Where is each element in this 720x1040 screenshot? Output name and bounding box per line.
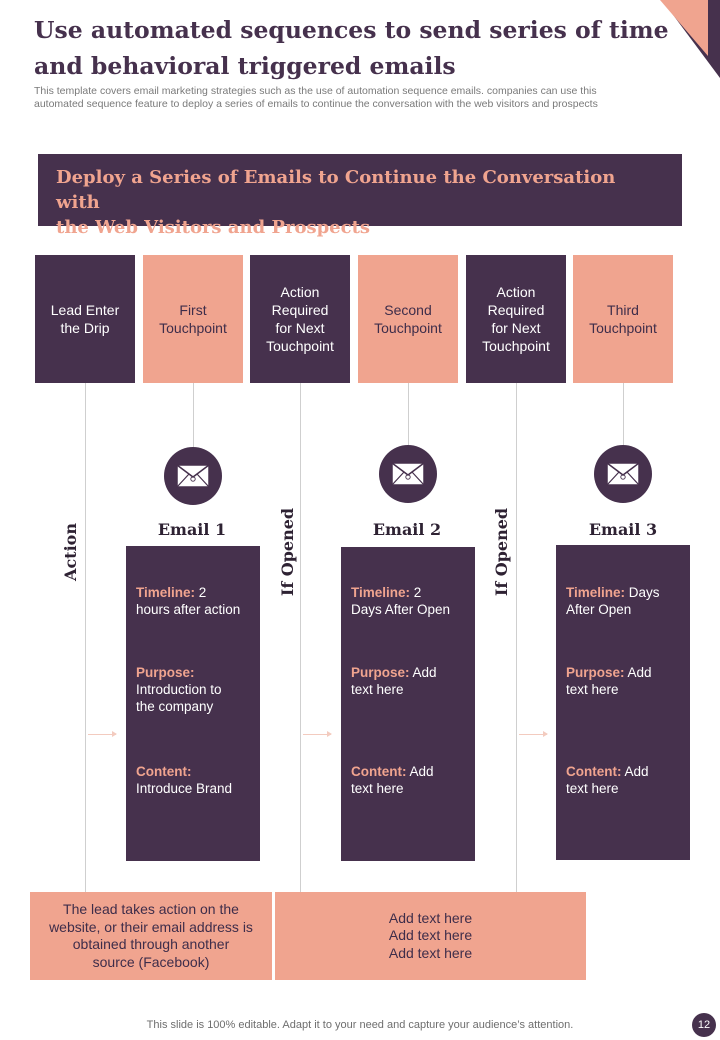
purpose-section: Purpose: Introduction to the company [136, 664, 254, 715]
connector-line [623, 383, 624, 445]
content-value: Add [624, 764, 649, 779]
trigger-label-action: Action [61, 523, 80, 581]
title-line: and behavioral triggered emails [34, 52, 456, 80]
timeline-section: Timeline: 2 hours after action [136, 584, 254, 618]
step-line: Touchpoint [374, 320, 442, 336]
step-third-touchpoint: Third Touchpoint [573, 255, 673, 383]
email-title: Email 2 [372, 520, 442, 539]
step-line: Lead Enter [50, 302, 120, 318]
step-action-required-1: Action Required for Next Touchpoint [250, 255, 350, 383]
purpose-section: Purpose: Add text here [566, 664, 684, 698]
email-title: Email 3 [588, 520, 658, 539]
step-action-required-2: Action Required for Next Touchpoint [466, 255, 566, 383]
note-line: obtained through another [72, 936, 230, 952]
step-line: Second [384, 302, 432, 318]
timeline-label: Timeline: [566, 585, 626, 600]
purpose-label: Purpose: [566, 665, 625, 680]
step-line: Required [271, 302, 329, 318]
trigger-label-if-opened: If Opened [278, 507, 297, 597]
step-first-touchpoint: First Touchpoint [143, 255, 243, 383]
connector-line [85, 383, 86, 892]
subtitle-line: automated sequence feature to deploy a s… [34, 98, 598, 110]
step-line: Third [607, 302, 639, 318]
step-line: Touchpoint [482, 338, 550, 354]
step-line: Touchpoint [266, 338, 334, 354]
step-line: Action [280, 284, 320, 300]
purpose-value: Add [627, 665, 652, 680]
content-value: text here [566, 781, 619, 796]
trigger-label-if-opened: If Opened [492, 507, 511, 597]
page-title: Use automated sequences to send series o… [34, 12, 684, 84]
envelope-icon [379, 445, 437, 503]
note-line: The lead takes action on the [63, 901, 239, 917]
email-card: Timeline: 2 hours after action Purpose: … [126, 546, 260, 861]
content-label: Content: [566, 764, 622, 779]
purpose-label: Purpose: [351, 665, 410, 680]
purpose-value: Add [412, 665, 437, 680]
note-line: website, or their email address is [49, 918, 253, 935]
email-card: Timeline: Days After Open Purpose: Add t… [556, 545, 690, 860]
timeline-label: Timeline: [136, 585, 196, 600]
connector-line [516, 383, 517, 892]
note-box: Add text here Add text here Add text her… [275, 892, 586, 980]
section-banner: Deploy a Series of Emails to Continue th… [38, 154, 682, 238]
step-line: Action [496, 284, 536, 300]
timeline-value: Days [628, 585, 660, 600]
timeline-value: Days After Open [351, 602, 451, 617]
content-value: Introduce Brand [136, 781, 233, 796]
step-line: Touchpoint [589, 320, 657, 336]
envelope-icon [594, 445, 652, 503]
step-second-touchpoint: Second Touchpoint [358, 255, 458, 383]
banner-line: the Web Visitors and Prospects [56, 217, 371, 238]
content-section: Content: Add text here [351, 763, 469, 797]
step-line: the Drip [60, 320, 110, 336]
purpose-value: the company [136, 699, 214, 714]
timeline-value: hours after action [136, 602, 241, 617]
note-line: Add text here [388, 944, 473, 961]
content-label: Content: [351, 764, 407, 779]
purpose-value: Introduction to [136, 682, 222, 697]
corner-decoration-light [660, 0, 708, 56]
step-line: First [179, 302, 207, 318]
content-section: Content: Introduce Brand [136, 763, 254, 797]
step-lead-enter: Lead Enter the Drip [35, 255, 135, 383]
purpose-value: text here [351, 682, 404, 697]
step-line: for Next [275, 320, 325, 336]
timeline-value: 2 [413, 585, 422, 600]
content-section: Content: Add text here [566, 763, 684, 797]
content-value: text here [351, 781, 404, 796]
content-value: Add [409, 764, 434, 779]
page-subtitle: This template covers email marketing str… [34, 85, 694, 111]
step-line: Required [487, 302, 545, 318]
envelope-icon [164, 447, 222, 505]
note-line: Add text here [388, 927, 473, 944]
purpose-section: Purpose: Add text here [351, 664, 469, 698]
timeline-section: Timeline: 2 Days After Open [351, 584, 469, 618]
connector-line [300, 383, 301, 892]
content-label: Content: [136, 764, 192, 779]
banner-line: Deploy a Series of Emails to Continue th… [56, 167, 616, 213]
step-line: for Next [491, 320, 541, 336]
purpose-value: text here [566, 682, 619, 697]
page-number: 12 [692, 1013, 716, 1037]
note-line: source (Facebook) [92, 953, 210, 970]
timeline-value: After Open [566, 602, 632, 617]
step-line: Touchpoint [159, 320, 227, 336]
connector-line [408, 383, 409, 445]
email-card: Timeline: 2 Days After Open Purpose: Add… [341, 547, 475, 861]
email-title: Email 1 [157, 520, 227, 539]
flow-arrow [303, 731, 332, 737]
timeline-value: 2 [198, 585, 207, 600]
purpose-label: Purpose: [136, 665, 195, 680]
timeline-label: Timeline: [351, 585, 411, 600]
note-line: Add text here [388, 909, 473, 926]
connector-line [193, 383, 194, 447]
subtitle-line: This template covers email marketing str… [34, 85, 597, 97]
timeline-section: Timeline: Days After Open [566, 584, 684, 618]
flow-arrow [88, 731, 117, 737]
note-box: The lead takes action on the website, or… [30, 892, 272, 980]
title-line: Use automated sequences to send series o… [34, 16, 669, 44]
flow-arrow [519, 731, 548, 737]
footer-text: This slide is 100% editable. Adapt it to… [146, 1019, 574, 1031]
